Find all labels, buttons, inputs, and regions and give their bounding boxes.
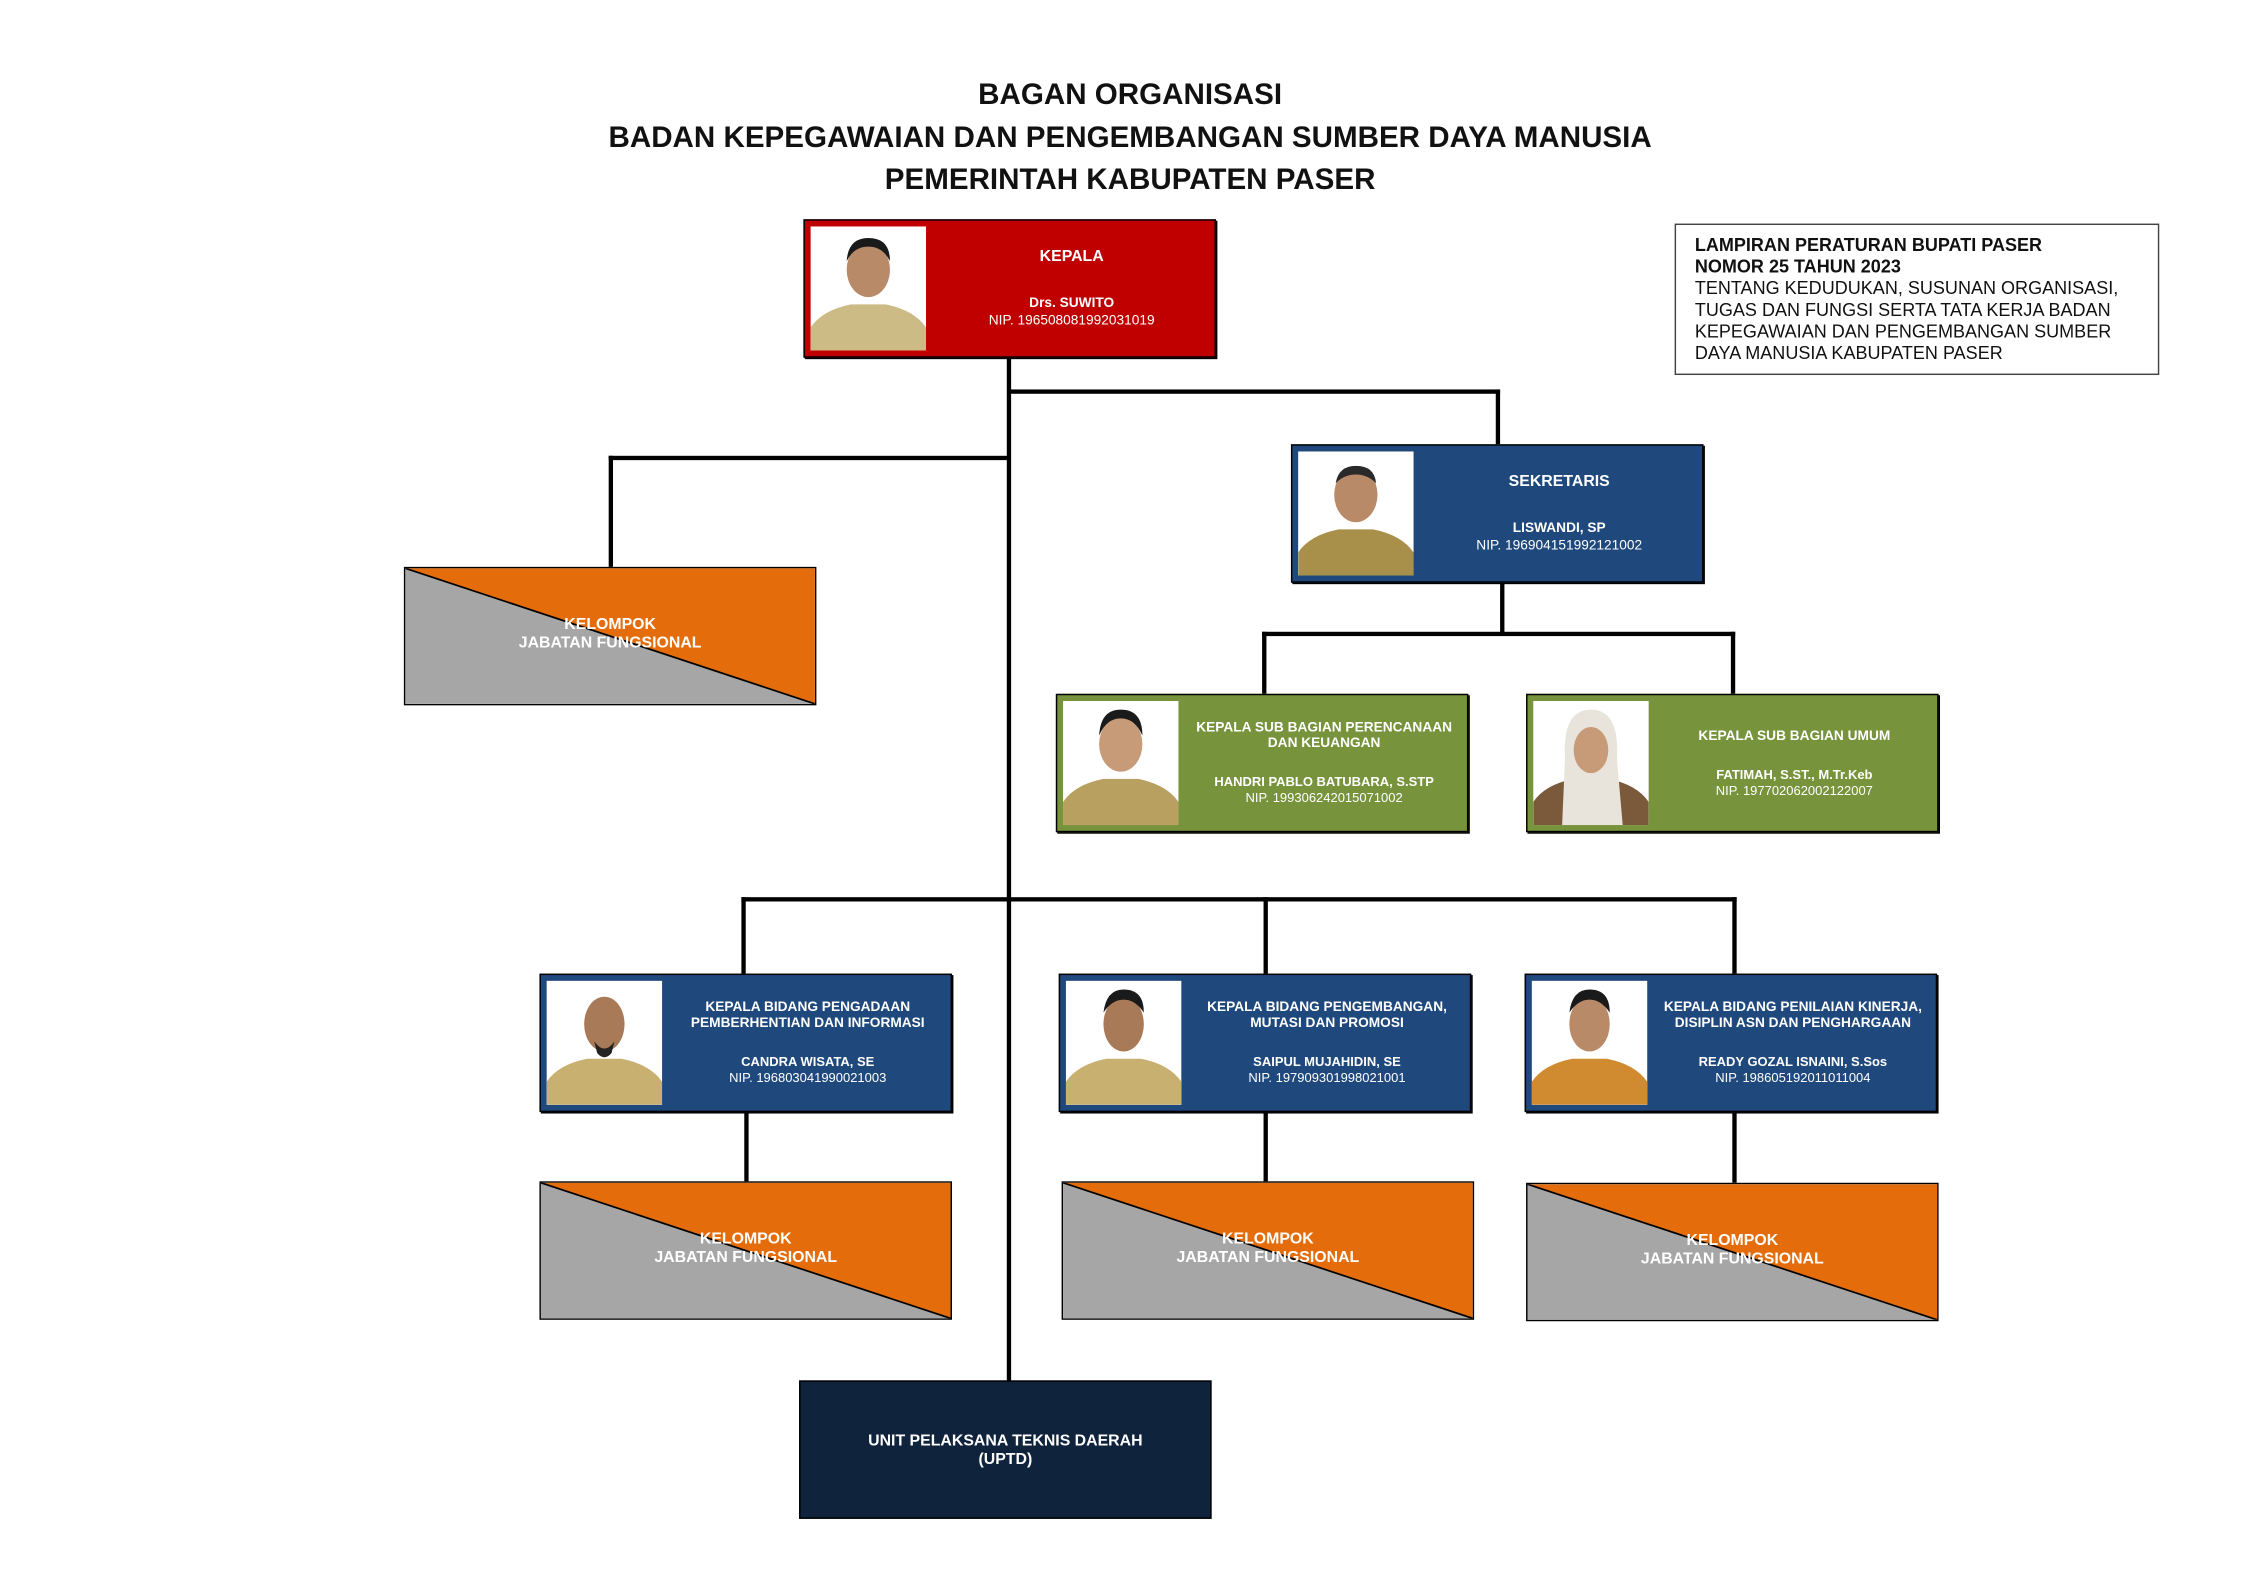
- sekretaris-photo: [1298, 451, 1414, 576]
- connector: [1732, 1110, 1737, 1183]
- subbag-nip: NIP. 197702062002122007: [1715, 782, 1873, 797]
- connector: [608, 455, 1010, 461]
- kepala-role: KEPALA: [1039, 247, 1104, 265]
- note-line1: LAMPIRAN PERATURAN BUPATI PASER: [1694, 235, 2043, 256]
- bidang-nip: NIP. 198605192011011004: [1715, 1070, 1871, 1085]
- connector: [741, 897, 746, 974]
- subbag-name: HANDRI PABLO BATUBARA, S.STP: [1214, 774, 1434, 789]
- kepala-box[interactable]: KEPALA Drs. SUWITO NIP. 1965080819920310…: [803, 219, 1216, 358]
- sekretaris-name: LISWANDI, SP: [1512, 519, 1606, 536]
- subbag-perencanaan-box[interactable]: KEPALA SUB BAGIAN PERENCANAAN DAN KEUANG…: [1055, 693, 1469, 833]
- bidang-photo: [1531, 980, 1648, 1105]
- jabfung-label: JABATAN FUNGSIONAL: [1640, 1250, 1824, 1268]
- bidang-role: KEPALA BIDANG PENGEMBANGAN, MUTASI DAN P…: [1207, 999, 1447, 1032]
- connector: [744, 1112, 749, 1182]
- note-body: TENTANG KEDUDUKAN, SUSUNAN ORGANISASI, T…: [1694, 278, 2119, 364]
- bidang-nip: NIP. 196803041990021003: [729, 1070, 887, 1085]
- jabfung-label: JABATAN FUNGSIONAL: [1176, 1249, 1360, 1267]
- jabfung-label: JABATAN FUNGSIONAL: [518, 634, 702, 652]
- uptd-label: UNIT PELAKSANA TEKNIS DAERAH: [868, 1432, 1143, 1450]
- kelompok-label: KELOMPOK: [1222, 1230, 1314, 1248]
- bidang-role: KEPALA BIDANG PENILAIAN KINERJA, DISIPLI…: [1663, 999, 1922, 1032]
- sekretaris-role: SEKRETARIS: [1508, 472, 1610, 490]
- subbag-name: FATIMAH, S.ST., M.Tr.Keb: [1716, 766, 1873, 782]
- agency-title: BADAN KEPEGAWAIAN DAN PENGEMBANGAN SUMBE…: [608, 121, 1652, 155]
- connector: [1008, 389, 1501, 394]
- kepala-photo: [810, 226, 927, 351]
- connector: [1263, 897, 1268, 974]
- connector: [1263, 1112, 1268, 1182]
- bidang-penilaian-box[interactable]: KEPALA BIDANG PENILAIAN KINERJA, DISIPLI…: [1524, 973, 1938, 1113]
- subbag-photo: [1063, 701, 1179, 826]
- connector: [1006, 357, 1012, 1382]
- regulation-note: LAMPIRAN PERATURAN BUPATI PASER NOMOR 25…: [1674, 223, 2160, 376]
- connector: [1495, 389, 1501, 445]
- kepala-name: Drs. SUWITO: [1029, 294, 1115, 311]
- kelompok-label: KELOMPOK: [1686, 1231, 1779, 1250]
- bidang-role: KEPALA BIDANG PENGADAAN PEMBERHENTIAN DA…: [690, 999, 925, 1032]
- connector: [741, 897, 1737, 902]
- connector: [1262, 631, 1736, 637]
- chart-title: BAGAN ORGANISASI: [978, 77, 1283, 112]
- bidang-name: CANDRA WISATA, SE: [741, 1054, 875, 1069]
- connector: [1262, 631, 1267, 694]
- bidang-name: READY GOZAL ISNAINI, S.Sos: [1698, 1054, 1888, 1069]
- subbag-role: KEPALA SUB BAGIAN PERENCANAAN DAN KEUANG…: [1196, 719, 1453, 752]
- bidang-nip: NIP. 197909301998021001: [1248, 1070, 1406, 1085]
- subbag-photo: [1533, 701, 1649, 826]
- jabfung-label: JABATAN FUNGSIONAL: [654, 1249, 838, 1267]
- bidang-photo: [546, 980, 663, 1105]
- connector: [1732, 897, 1737, 974]
- kelompok-label: KELOMPOK: [699, 1230, 792, 1248]
- subbag-umum-box[interactable]: KEPALA SUB BAGIAN UMUM FATIMAH, S.ST., M…: [1526, 693, 1939, 833]
- note-line2: NOMOR 25 TAHUN 2023: [1694, 256, 1901, 277]
- subbag-nip: NIP. 199306242015071002: [1245, 790, 1403, 805]
- bidang-photo: [1065, 980, 1182, 1105]
- sekretaris-box[interactable]: SEKRETARIS LISWANDI, SP NIP. 19690415199…: [1290, 444, 1704, 583]
- connector: [1500, 581, 1505, 635]
- connector: [1730, 631, 1736, 694]
- kelompok-label: KELOMPOK: [564, 615, 656, 634]
- connector: [608, 455, 614, 567]
- bidang-pengadaan-box[interactable]: KEPALA BIDANG PENGADAAN PEMBERHENTIAN DA…: [539, 973, 952, 1113]
- uptd-box[interactable]: UNIT PELAKSANA TEKNIS DAERAH(UPTD): [799, 1380, 1212, 1519]
- government-title: PEMERINTAH KABUPATEN PASER: [884, 162, 1376, 197]
- sekretaris-nip: NIP. 196904151992121002: [1476, 537, 1643, 554]
- subbag-role: KEPALA SUB BAGIAN UMUM: [1698, 727, 1891, 744]
- uptd-abbr: (UPTD): [978, 1451, 1033, 1469]
- bidang-pengembangan-box[interactable]: KEPALA BIDANG PENGEMBANGAN, MUTASI DAN P…: [1058, 973, 1472, 1113]
- bidang-name: SAIPUL MUJAHIDIN, SE: [1253, 1054, 1401, 1069]
- kepala-nip: NIP. 196508081992031019: [988, 312, 1155, 329]
